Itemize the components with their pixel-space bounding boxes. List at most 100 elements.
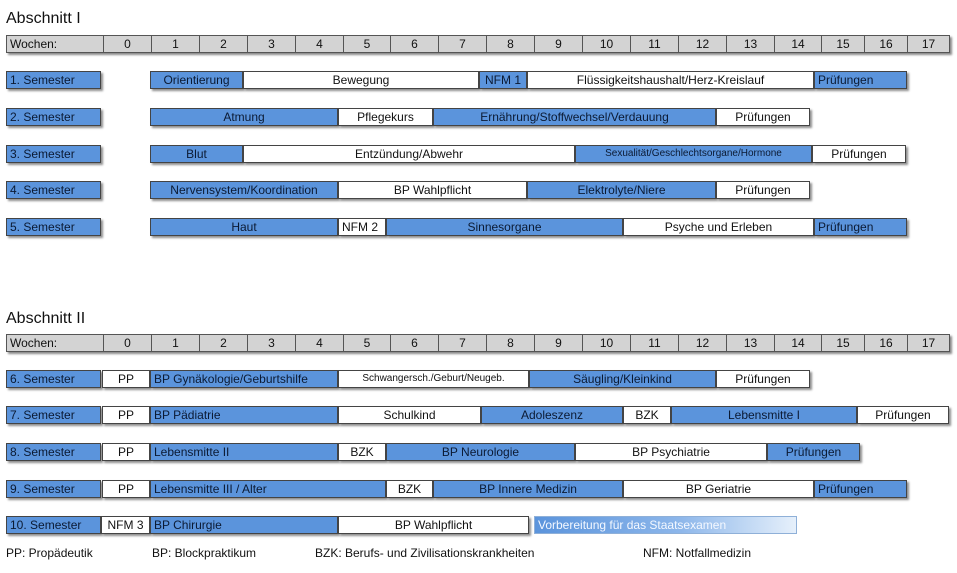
legend-item: PP: Propädeutik <box>6 546 93 560</box>
section-title-abschnitt-1: Abschnitt I <box>6 10 81 27</box>
week-number: 8 <box>486 335 534 351</box>
module-segment: Orientierung <box>150 71 243 89</box>
module-segment: BP Pädiatrie <box>150 406 338 424</box>
semester-row-2: 2. Semester Atmung Pflegekurs Ernährung/… <box>0 108 957 128</box>
week-number: 4 <box>295 335 343 351</box>
module-segment: Bewegung <box>243 71 479 89</box>
week-number: 12 <box>678 36 726 52</box>
module-segment: Schwangersch./Geburt/Neugeb. <box>338 370 529 388</box>
week-number: 3 <box>247 335 295 351</box>
legend-item: NFM: Notfallmedizin <box>643 546 752 560</box>
module-segment: BP Wahlpflicht <box>338 181 527 199</box>
week-number: 17 <box>907 36 949 52</box>
week-number: 0 <box>103 335 151 351</box>
module-segment: BP Gynäkologie/Geburtshilfe <box>150 370 338 388</box>
week-number: 16 <box>864 36 907 52</box>
week-number: 0 <box>103 36 151 52</box>
module-segment: Entzündung/Abwehr <box>243 145 575 163</box>
module-segment: NFM 2 <box>338 218 386 236</box>
week-number: 17 <box>907 335 949 351</box>
module-segment: Schulkind <box>338 406 481 424</box>
module-segment: PP <box>102 406 150 424</box>
weeks-label: Wochen: <box>10 37 58 51</box>
module-segment: Pflegekurs <box>338 108 433 126</box>
module-segment: Vorbereitung für das Staatsexamen <box>534 516 797 534</box>
week-number: 15 <box>821 36 864 52</box>
module-segment: Sinnesorgane <box>386 218 623 236</box>
module-segment: Sexualität/Geschlechtsorgane/Hormone <box>575 145 812 163</box>
module-segment: BZK <box>338 443 386 461</box>
module-segment: Lebensmitte II <box>150 443 338 461</box>
week-number: 16 <box>864 335 907 351</box>
module-segment: Haut <box>150 218 338 236</box>
module-segment: Prüfungen <box>814 71 907 89</box>
module-segment: BP Wahlpflicht <box>338 516 529 534</box>
module-segment: Prüfungen <box>857 406 949 424</box>
week-number: 6 <box>390 36 438 52</box>
week-number: 12 <box>678 335 726 351</box>
semester-label: 6. Semester <box>6 370 101 388</box>
module-segment: Prüfungen <box>716 108 810 126</box>
week-number: 10 <box>582 335 630 351</box>
week-number: 15 <box>821 335 864 351</box>
section-title-abschnitt-2: Abschnitt II <box>6 310 86 327</box>
week-number: 11 <box>630 335 678 351</box>
module-segment: Prüfungen <box>812 145 906 163</box>
module-segment: BP Psychiatrie <box>575 443 767 461</box>
week-number: 1 <box>151 335 199 351</box>
week-number: 1 <box>151 36 199 52</box>
semester-label: 9. Semester <box>6 480 101 498</box>
module-segment: Prüfungen <box>814 480 907 498</box>
week-number: 14 <box>774 335 821 351</box>
semester-label: 5. Semester <box>6 218 101 236</box>
semester-row-10: 10. Semester NFM 3 BP Chirurgie BP Wahlp… <box>0 516 957 536</box>
module-segment: Adoleszenz <box>481 406 623 424</box>
module-segment: BZK <box>623 406 671 424</box>
module-segment: PP <box>102 370 150 388</box>
module-segment: Säugling/Kleinkind <box>529 370 716 388</box>
module-segment: NFM 1 <box>479 71 527 89</box>
module-segment: Prüfungen <box>716 181 810 199</box>
module-segment: Blut <box>150 145 243 163</box>
week-number: 8 <box>486 36 534 52</box>
weeks-header-1: Wochen: 0 1 2 3 4 5 6 7 8 9 10 11 12 13 … <box>6 35 950 53</box>
week-number: 9 <box>534 36 582 52</box>
semester-label: 2. Semester <box>6 108 101 126</box>
module-segment: Flüssigkeitshaushalt/Herz-Kreislauf <box>527 71 814 89</box>
semester-row-7: 7. Semester PP BP Pädiatrie Schulkind Ad… <box>0 406 957 426</box>
module-segment: BP Innere Medizin <box>433 480 623 498</box>
semester-label: 7. Semester <box>6 406 101 424</box>
week-number: 11 <box>630 36 678 52</box>
module-segment: Lebensmitte I <box>671 406 857 424</box>
week-number: 7 <box>438 36 486 52</box>
module-segment: Prüfungen <box>767 443 860 461</box>
legend-item: BZK: Berufs- und Zivilisationskrankheite… <box>315 546 535 560</box>
week-number: 13 <box>726 335 774 351</box>
semester-row-8: 8. Semester PP Lebensmitte II BZK BP Neu… <box>0 443 957 463</box>
module-segment: Ernährung/Stoffwechsel/Verdauung <box>433 108 716 126</box>
module-segment: Atmung <box>150 108 338 126</box>
week-number: 4 <box>295 36 343 52</box>
week-number: 10 <box>582 36 630 52</box>
module-segment: NFM 3 <box>101 516 150 534</box>
semester-label: 3. Semester <box>6 145 101 163</box>
module-segment: Nervensystem/Koordination <box>150 181 338 199</box>
week-number: 6 <box>390 335 438 351</box>
semester-row-5: 5. Semester Haut NFM 2 Sinnesorgane Psyc… <box>0 218 957 238</box>
module-segment: Prüfungen <box>814 218 907 236</box>
week-number: 9 <box>534 335 582 351</box>
module-segment: BZK <box>386 480 433 498</box>
semester-label: 4. Semester <box>6 181 101 199</box>
module-segment: BP Neurologie <box>386 443 575 461</box>
week-number: 5 <box>343 36 390 52</box>
week-number: 5 <box>343 335 390 351</box>
week-number: 7 <box>438 335 486 351</box>
semester-row-9: 9. Semester PP Lebensmitte III / Alter B… <box>0 480 957 500</box>
week-number: 2 <box>199 335 247 351</box>
week-number: 3 <box>247 36 295 52</box>
semester-label: 1. Semester <box>6 71 101 89</box>
week-number: 2 <box>199 36 247 52</box>
semester-label: 8. Semester <box>6 443 101 461</box>
weeks-label: Wochen: <box>10 336 58 350</box>
semester-row-3: 3. Semester Blut Entzündung/Abwehr Sexua… <box>0 145 957 165</box>
